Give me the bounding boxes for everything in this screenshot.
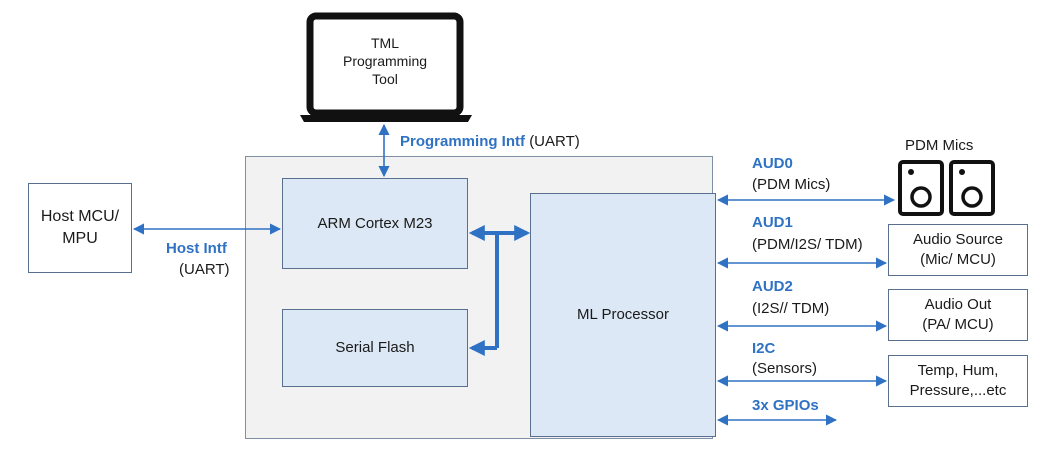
speaker-icon-1 [898,160,944,216]
serial-flash-label: Serial Flash [335,339,415,357]
internal-bus [468,225,531,356]
serial-flash-block: Serial Flash [282,309,468,387]
laptop-line2: Programming [342,53,428,70]
aud1-name: AUD1 [752,214,793,231]
host-mcu-line2: MPU [62,230,98,247]
aud1-desc: (PDM/I2S/ TDM) [752,236,863,253]
audio-source-line2: (Mic/ MCU) [920,251,996,268]
i2c-desc: (Sensors) [752,360,818,377]
audio-source-block: Audio Source (Mic/ MCU) [888,224,1028,276]
audio-out-line1: Audio Out [924,295,992,313]
audio-source-line1: Audio Source [912,230,1004,248]
arm-cortex-block: ARM Cortex M23 [282,178,468,269]
sensors-block: Temp, Hum, Pressure,...etc [888,355,1028,407]
pdm-mics-label: PDM Mics [905,137,974,154]
audio-out-line2: (PA/ MCU) [922,316,994,333]
laptop-line3: Tool [372,71,398,88]
aud0-name: AUD0 [752,155,793,172]
programming-intf-label: Programming Intf (UART) [400,133,580,152]
host-intf-name: Host Intf [166,240,227,257]
audio-out-block: Audio Out (PA/ MCU) [888,289,1028,341]
sensors-line1: Temp, Hum, [917,361,999,379]
laptop-icon [300,12,472,122]
speaker-icon-2 [949,160,995,216]
laptop-line1: TML [371,35,399,51]
aud2-desc: (I2S// TDM) [752,300,830,317]
host-mcu-line1: Host MCU/ [40,208,120,226]
ml-processor-block: ML Processor [530,193,716,437]
ml-processor-label: ML Processor [577,306,669,324]
arm-cortex-label: ARM Cortex M23 [317,214,433,232]
host-mcu-block: Host MCU/ MPU [28,183,132,273]
programming-intf-name: Programming Intf [400,133,526,150]
aud2-name: AUD2 [752,278,793,295]
i2c-name: I2C [752,340,776,357]
host-intf-proto: (UART) [179,261,230,278]
laptop-text: TML Programming Tool [320,34,450,89]
sensors-line2: Pressure,...etc [909,382,1007,399]
programming-intf-proto: (UART) [529,133,580,150]
gpio-name: 3x GPIOs [752,397,819,414]
aud0-desc: (PDM Mics) [752,176,831,193]
